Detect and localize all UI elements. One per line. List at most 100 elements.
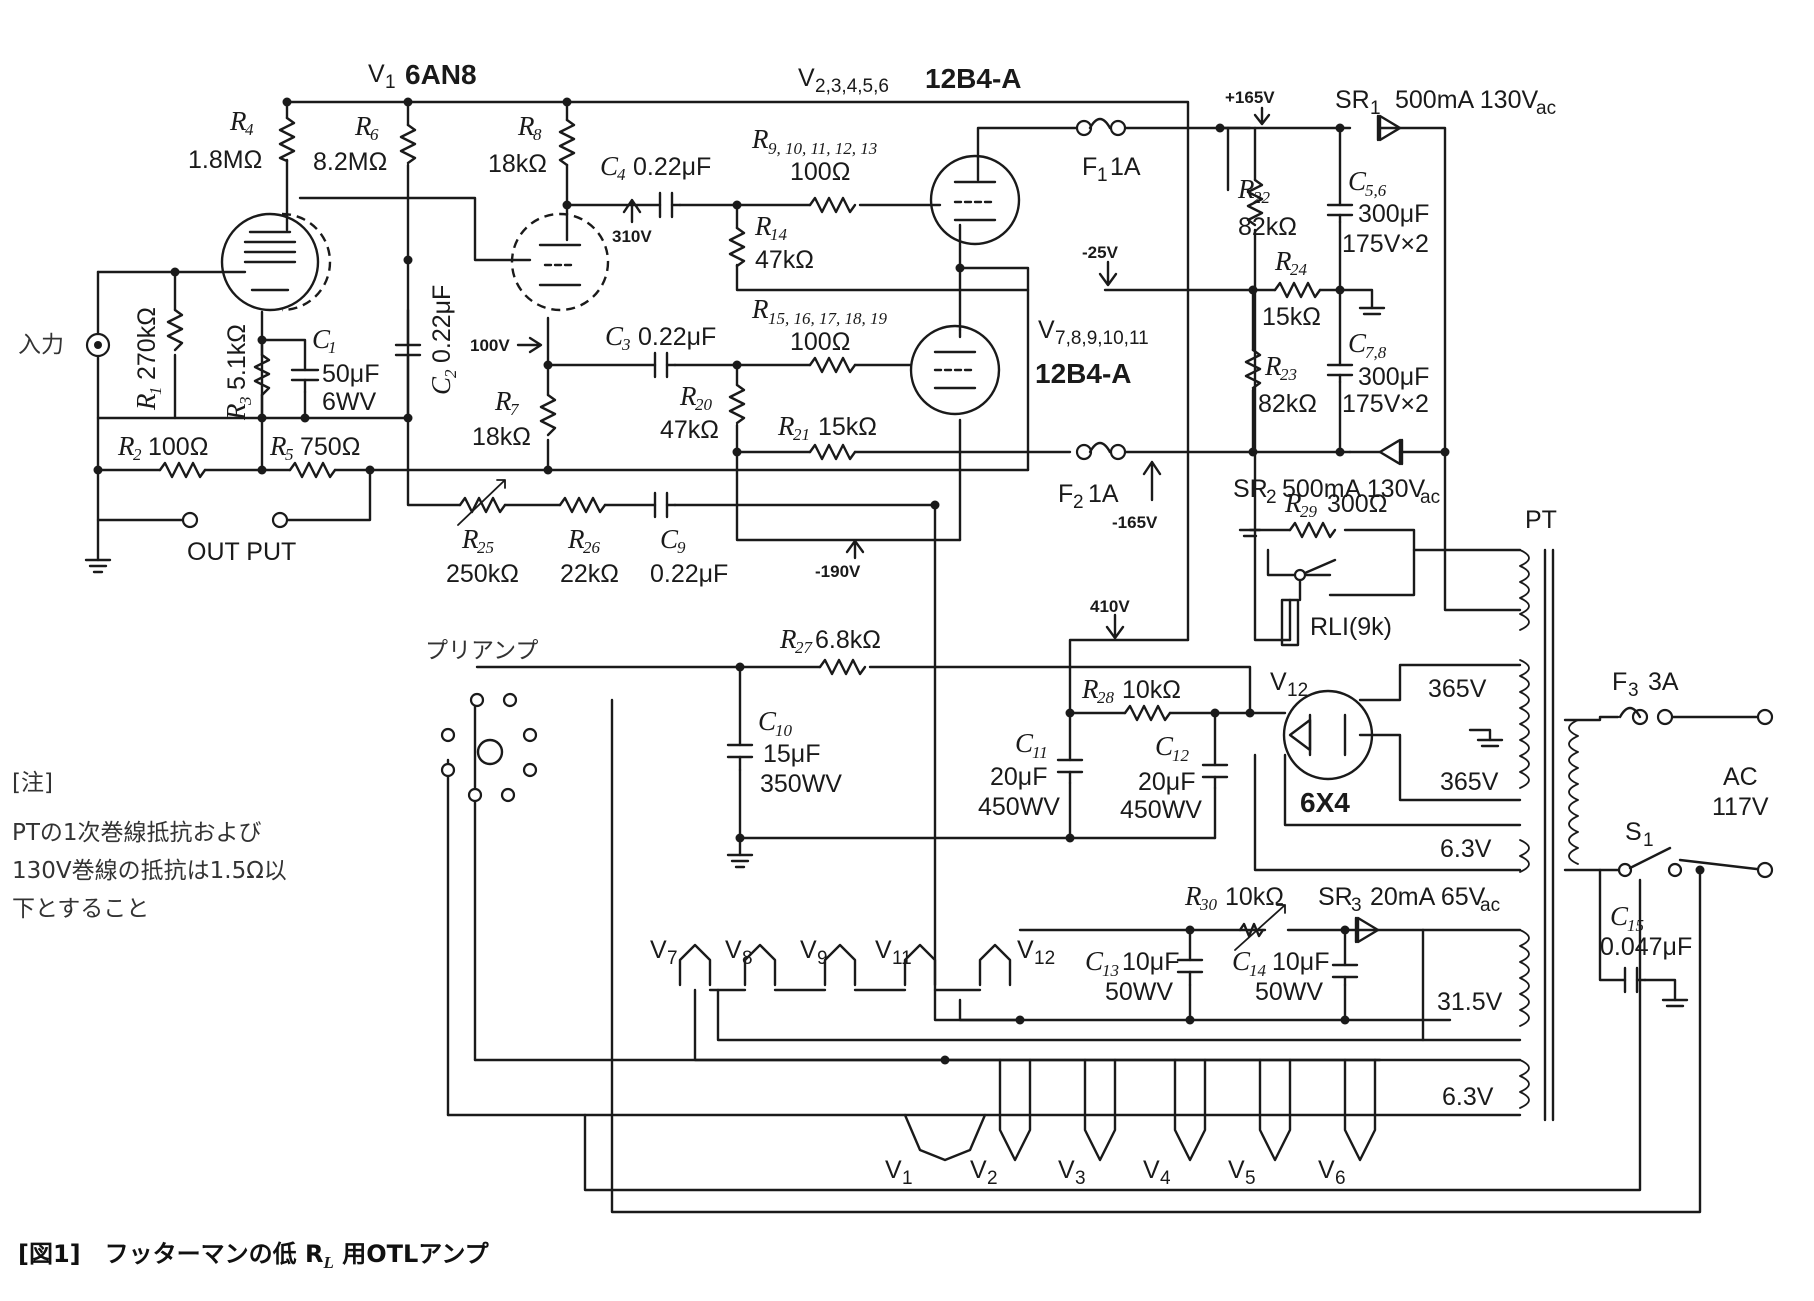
svg-text:9: 9 bbox=[817, 948, 828, 969]
svg-text:R: R bbox=[1264, 351, 1282, 381]
c13-symbol bbox=[1176, 958, 1204, 974]
svg-text:26: 26 bbox=[583, 538, 601, 557]
svg-text:+165V: +165V bbox=[1225, 88, 1275, 107]
voltage-165n: -165V bbox=[1112, 460, 1162, 532]
svg-text:20μF: 20μF bbox=[1138, 768, 1195, 796]
relay-label: RLI(9k) bbox=[1310, 613, 1392, 641]
svg-text:4: 4 bbox=[245, 120, 254, 139]
svg-text:V: V bbox=[970, 1156, 987, 1184]
svg-text:18kΩ: 18kΩ bbox=[488, 150, 547, 178]
svg-text:V: V bbox=[650, 936, 667, 964]
label-r23: R 23 82kΩ bbox=[1258, 351, 1317, 418]
label-r20: R 20 47kΩ bbox=[660, 381, 719, 444]
svg-text:6.3V: 6.3V bbox=[1442, 1083, 1494, 1111]
svg-text:8: 8 bbox=[533, 125, 542, 144]
label-v7-11: V 7,8,9,10,11 12B4-A bbox=[1035, 316, 1149, 389]
svg-text:2: 2 bbox=[1073, 492, 1084, 513]
svg-text:-190V: -190V bbox=[815, 562, 861, 581]
c1-symbol bbox=[290, 368, 320, 382]
c10-symbol bbox=[726, 743, 754, 759]
svg-text:300Ω: 300Ω bbox=[1327, 490, 1387, 518]
label-r15-19: R 15, 16, 17, 18, 19 100Ω bbox=[751, 294, 888, 356]
svg-text:-25V: -25V bbox=[1082, 243, 1119, 262]
r2-symbol bbox=[158, 461, 207, 479]
svg-text:R: R bbox=[221, 403, 251, 421]
svg-text:6.8kΩ: 6.8kΩ bbox=[815, 626, 881, 654]
svg-text:1A: 1A bbox=[1110, 153, 1141, 181]
relay-symbol bbox=[1280, 558, 1337, 647]
svg-text:V: V bbox=[798, 64, 815, 92]
svg-text:175V×2: 175V×2 bbox=[1342, 230, 1429, 258]
svg-text:R: R bbox=[1184, 881, 1202, 911]
label-pt: PT 365V 365V 6.3V 31.5V 6.3V bbox=[1428, 506, 1557, 1111]
svg-text:365V: 365V bbox=[1428, 675, 1487, 703]
svg-text:0.22μF: 0.22μF bbox=[633, 153, 711, 181]
label-r25: R 25 250kΩ bbox=[446, 524, 519, 588]
svg-text:C: C bbox=[1015, 728, 1034, 758]
svg-text:30: 30 bbox=[1199, 895, 1218, 914]
svg-text:15kΩ: 15kΩ bbox=[818, 413, 877, 441]
svg-text:100Ω: 100Ω bbox=[148, 433, 208, 461]
svg-text:1: 1 bbox=[1370, 98, 1381, 119]
svg-text:1: 1 bbox=[385, 72, 396, 93]
diode-symbols bbox=[1354, 114, 1404, 944]
svg-text:4: 4 bbox=[617, 165, 626, 184]
svg-text:V: V bbox=[368, 60, 385, 88]
svg-text:C: C bbox=[1232, 946, 1251, 976]
svg-text:450WV: 450WV bbox=[1120, 796, 1202, 824]
svg-text:R: R bbox=[751, 124, 769, 154]
r1-symbol bbox=[166, 308, 184, 352]
svg-text:SR: SR bbox=[1335, 86, 1370, 114]
label-r22: R 22 82kΩ bbox=[1237, 174, 1297, 241]
label-c10: C 10 15μF 350WV bbox=[758, 706, 842, 798]
svg-text:V: V bbox=[1058, 1156, 1075, 1184]
svg-text:6AN8: 6AN8 bbox=[405, 59, 477, 90]
r22-symbol bbox=[1246, 178, 1264, 227]
svg-text:V: V bbox=[800, 936, 817, 964]
svg-text:310V: 310V bbox=[612, 227, 652, 246]
svg-text:1A: 1A bbox=[1088, 480, 1119, 508]
tube-v12-rectifier bbox=[1282, 689, 1374, 781]
r15-symbol bbox=[808, 356, 857, 374]
label-r14: R 14 47kΩ bbox=[754, 211, 814, 274]
preamp-label: プリアンプ bbox=[425, 638, 538, 664]
svg-text:5: 5 bbox=[285, 445, 294, 464]
svg-text:0.22μF: 0.22μF bbox=[428, 285, 456, 363]
svg-text:20mA 65V: 20mA 65V bbox=[1370, 883, 1486, 911]
svg-text:82kΩ: 82kΩ bbox=[1238, 213, 1297, 241]
label-r9-13: R 9, 10, 11, 12, 13 100Ω bbox=[751, 124, 877, 186]
tube-upper-output bbox=[929, 154, 1021, 246]
svg-text:270kΩ: 270kΩ bbox=[133, 307, 161, 380]
svg-text:5.1kΩ: 5.1kΩ bbox=[223, 324, 251, 390]
label-r4: R 4 1.8MΩ bbox=[188, 106, 262, 174]
svg-text:2: 2 bbox=[441, 369, 460, 378]
svg-text:100Ω: 100Ω bbox=[790, 158, 850, 186]
svg-text:18kΩ: 18kΩ bbox=[472, 423, 531, 451]
svg-text:21: 21 bbox=[793, 425, 810, 444]
svg-text:1: 1 bbox=[1097, 165, 1108, 186]
label-r21: R 21 15kΩ bbox=[777, 411, 877, 444]
r5-symbol bbox=[288, 461, 337, 479]
c4-symbol bbox=[658, 191, 674, 219]
r6-symbol bbox=[399, 123, 417, 165]
heater-v7-v12 bbox=[678, 943, 1012, 992]
svg-text:C: C bbox=[1348, 166, 1367, 196]
svg-text:3: 3 bbox=[1628, 680, 1639, 701]
voltage-165p: +165V bbox=[1225, 88, 1275, 126]
r28-symbol bbox=[1123, 704, 1172, 722]
svg-text:3: 3 bbox=[621, 335, 631, 354]
svg-text:R: R bbox=[779, 624, 797, 654]
svg-text:R: R bbox=[567, 524, 585, 554]
svg-text:R: R bbox=[1081, 674, 1099, 704]
svg-text:12: 12 bbox=[1287, 680, 1308, 701]
svg-text:R: R bbox=[1274, 246, 1292, 276]
svg-text:S: S bbox=[1625, 818, 1642, 846]
c9-symbol bbox=[653, 491, 669, 519]
svg-text:8: 8 bbox=[742, 948, 753, 969]
label-c15: C 15 0.047μF bbox=[1600, 901, 1692, 961]
r20-symbol bbox=[728, 383, 746, 425]
svg-text:82kΩ: 82kΩ bbox=[1258, 390, 1317, 418]
label-f3: F 3 3A bbox=[1612, 668, 1679, 701]
svg-text:ac: ac bbox=[1420, 487, 1440, 508]
svg-text:2,3,4,5,6: 2,3,4,5,6 bbox=[815, 76, 889, 97]
